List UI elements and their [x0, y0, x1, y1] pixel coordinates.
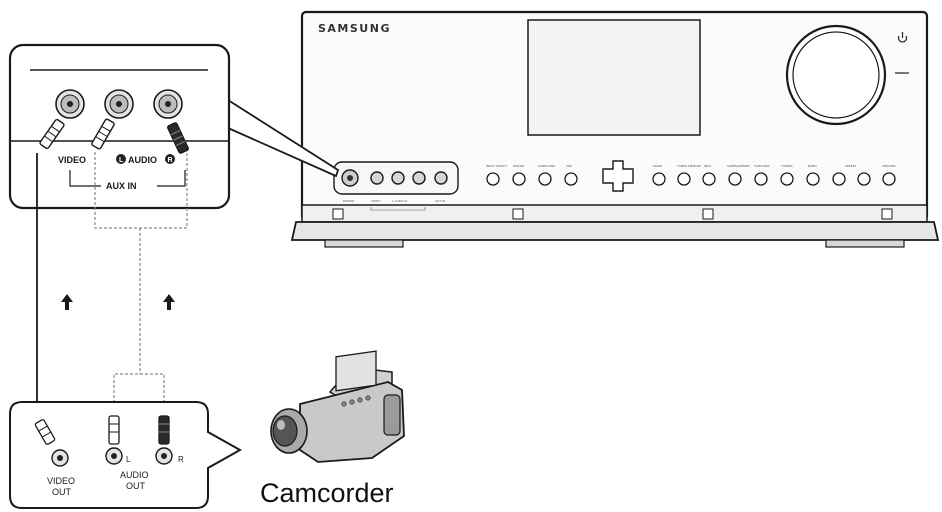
button-label: INFO [704, 164, 712, 168]
button-label: TUNING [780, 164, 793, 168]
front-audio-r-jack[interactable] [412, 171, 426, 185]
front-video-jack[interactable] [370, 171, 384, 185]
volume-knob-inner [792, 31, 880, 119]
control-button[interactable] [486, 172, 500, 186]
audio-r-plug [167, 122, 189, 154]
left-channel-badge [116, 154, 126, 164]
navigation-cross-button[interactable] [602, 160, 634, 192]
audio-cable-dashed [94, 152, 188, 413]
button-label: DSP/EQ [513, 164, 525, 168]
video-label: VIDEO [58, 155, 86, 165]
front-audio-l-jack[interactable] [391, 171, 405, 185]
receiver-foot-right [825, 239, 905, 248]
control-button[interactable] [728, 172, 742, 186]
left-channel-mark: L [119, 157, 124, 164]
camcorder-lcd-panel [335, 350, 377, 392]
control-button[interactable] [806, 172, 820, 186]
receiver-foot-left [324, 239, 404, 248]
button-label: PRESET [845, 164, 857, 168]
button-label: SURROUND [538, 164, 556, 168]
video-out-plug [34, 419, 56, 445]
audio-l-plug [91, 118, 115, 150]
front-label-video: VIDEO [371, 199, 381, 203]
audio-out-l-jack[interactable] [105, 447, 123, 465]
headphone-jack-center [347, 175, 353, 181]
button-label: BAND [808, 164, 817, 168]
arrow-up-icon [61, 294, 73, 310]
control-buttons-left: INPUT SELECT DSP/EQ SURROUND SPK [486, 164, 578, 186]
audio-out-label-line2: OUT [126, 481, 146, 491]
front-label-audio: L AUDIO R [392, 199, 407, 203]
control-button[interactable] [538, 172, 552, 186]
power-icon[interactable] [897, 32, 908, 43]
audio-out-r-plug [158, 415, 170, 445]
button-label: SPK [566, 164, 573, 168]
control-button[interactable] [652, 172, 666, 186]
control-button[interactable] [780, 172, 794, 186]
control-button[interactable] [512, 172, 526, 186]
button-label: INPUT SELECT [486, 164, 507, 168]
video-out-jack[interactable] [51, 449, 69, 467]
av-receiver: SAMSUNG POWER VIDEO L AUDIO R AUX IN INP… [290, 10, 940, 248]
camcorder-lens-glass [272, 415, 298, 447]
front-label-power: POWER [343, 199, 354, 203]
panel-tab [512, 208, 524, 220]
camcorder-output-callout: VIDEO OUT L R AUDIO OUT [9, 401, 243, 509]
right-channel-mark: R [168, 157, 173, 164]
camcorder-body [299, 381, 405, 463]
audio-out-l-plug [108, 415, 120, 445]
panel-tab [881, 208, 893, 220]
camcorder-controls [341, 395, 371, 407]
camcorder-icon [270, 350, 405, 463]
audio-out-l-mark: L [126, 455, 131, 464]
button-label: MODE [653, 164, 662, 168]
right-channel-badge [165, 154, 175, 164]
aux-callout-frame [8, 43, 231, 210]
control-button[interactable] [857, 172, 871, 186]
button-label: SLEEP/DIMMER [727, 164, 750, 168]
front-label-auxin: AUX IN [435, 199, 445, 203]
video-out-label-line1: VIDEO [47, 476, 75, 486]
output-callout-frame [9, 401, 243, 509]
control-button[interactable] [677, 172, 691, 186]
control-button[interactable] [754, 172, 768, 186]
aux-in-label-bg [101, 180, 157, 191]
standby-indicator [895, 72, 909, 74]
control-button[interactable] [832, 172, 846, 186]
aux-in-callout: VIDEO L AUDIO R AUX IN [8, 43, 231, 210]
aux-audio-r-jack[interactable] [153, 89, 183, 119]
display-window [527, 19, 701, 136]
camcorder-strap [383, 394, 401, 436]
button-label: TUNER MEMORY [676, 164, 702, 168]
button-label: SPEAKER [882, 164, 896, 168]
video-out-label-line2: OUT [52, 487, 72, 497]
device-caption: Camcorder [260, 478, 394, 508]
video-plug [39, 118, 65, 150]
control-button[interactable] [564, 172, 578, 186]
control-buttons-right: MODE TUNER MEMORY INFO SLEEP/DIMMER TAPE… [652, 164, 896, 186]
front-aux-bracket [370, 207, 426, 211]
control-button[interactable] [702, 172, 716, 186]
aux-audio-l-jack[interactable] [104, 89, 134, 119]
front-extra-jack[interactable] [434, 171, 448, 185]
button-label: TAPE MON [753, 164, 770, 168]
control-button[interactable] [882, 172, 896, 186]
audio-label: AUDIO [128, 155, 157, 165]
brand-logo: SAMSUNG [318, 22, 391, 35]
arrow-up-icon [163, 294, 175, 310]
panel-tab [702, 208, 714, 220]
audio-out-r-mark: R [178, 455, 184, 464]
aux-video-jack[interactable] [55, 89, 85, 119]
audio-out-r-jack[interactable] [155, 447, 173, 465]
receiver-base-plate [290, 221, 940, 241]
panel-tab [332, 208, 344, 220]
camcorder-lens-shine [277, 420, 285, 430]
aux-in-label: AUX IN [106, 181, 137, 191]
audio-out-label-line1: AUDIO [120, 470, 149, 480]
receiver-lower-trim [301, 204, 928, 223]
